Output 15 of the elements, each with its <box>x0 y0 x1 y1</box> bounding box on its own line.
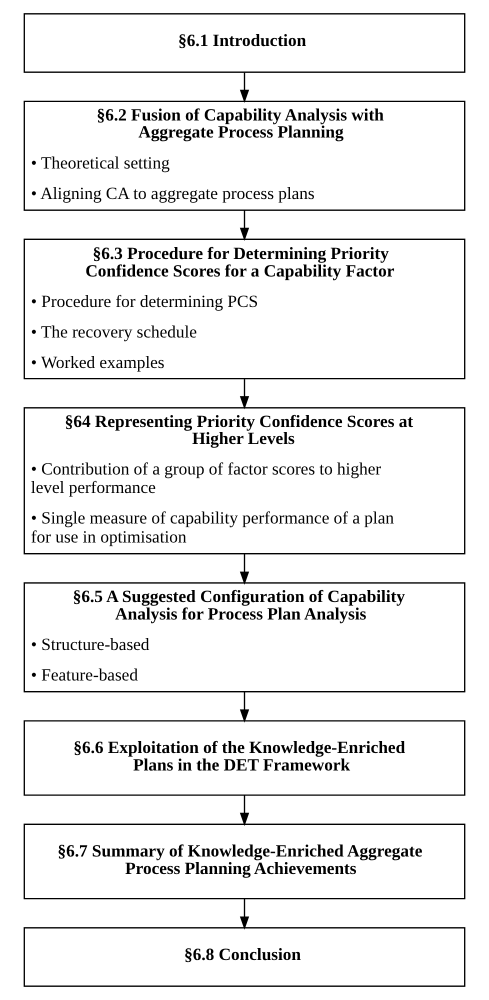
arrow <box>240 554 250 585</box>
node-box: §6.8 Conclusion <box>24 927 466 987</box>
node-box: §6.7 Summary of Knowledge-Enriched Aggregate Process Planning Achievements <box>24 824 466 900</box>
node-box: §6.2 Fusion of Capability Analysis with Aggregate Process Planning • Theoretical setting • Aligning CA to aggregate process plans <box>24 100 466 211</box>
arrow <box>240 210 250 241</box>
arrow <box>240 898 250 930</box>
arrow <box>240 72 250 103</box>
node-box: §6.6 Exploitation of the Knowledge-Enriched Plans in the DET Framework <box>24 720 466 796</box>
node-box: §6.5 A Suggested Configuration of Capability Analysis for Process Plan Analysis • Structure-based • Feature-based <box>24 582 466 692</box>
node-box: §6.1 Introduction <box>24 13 466 73</box>
arrow <box>240 379 250 410</box>
node-box: §6.3 Procedure for Determining Priority Confidence Scores for a Capability Factor • Procedure for determining PCS • The recovery schedule • Worked examples <box>24 238 466 380</box>
arrow <box>240 692 250 723</box>
node-box: §64 Representing Priority Confidence Scores at Higher Levels • Contribution of a group of factor scores to higher level performance • Single measure of capability performance of a plan for use in optimisation <box>24 407 466 554</box>
arrow <box>240 795 250 826</box>
